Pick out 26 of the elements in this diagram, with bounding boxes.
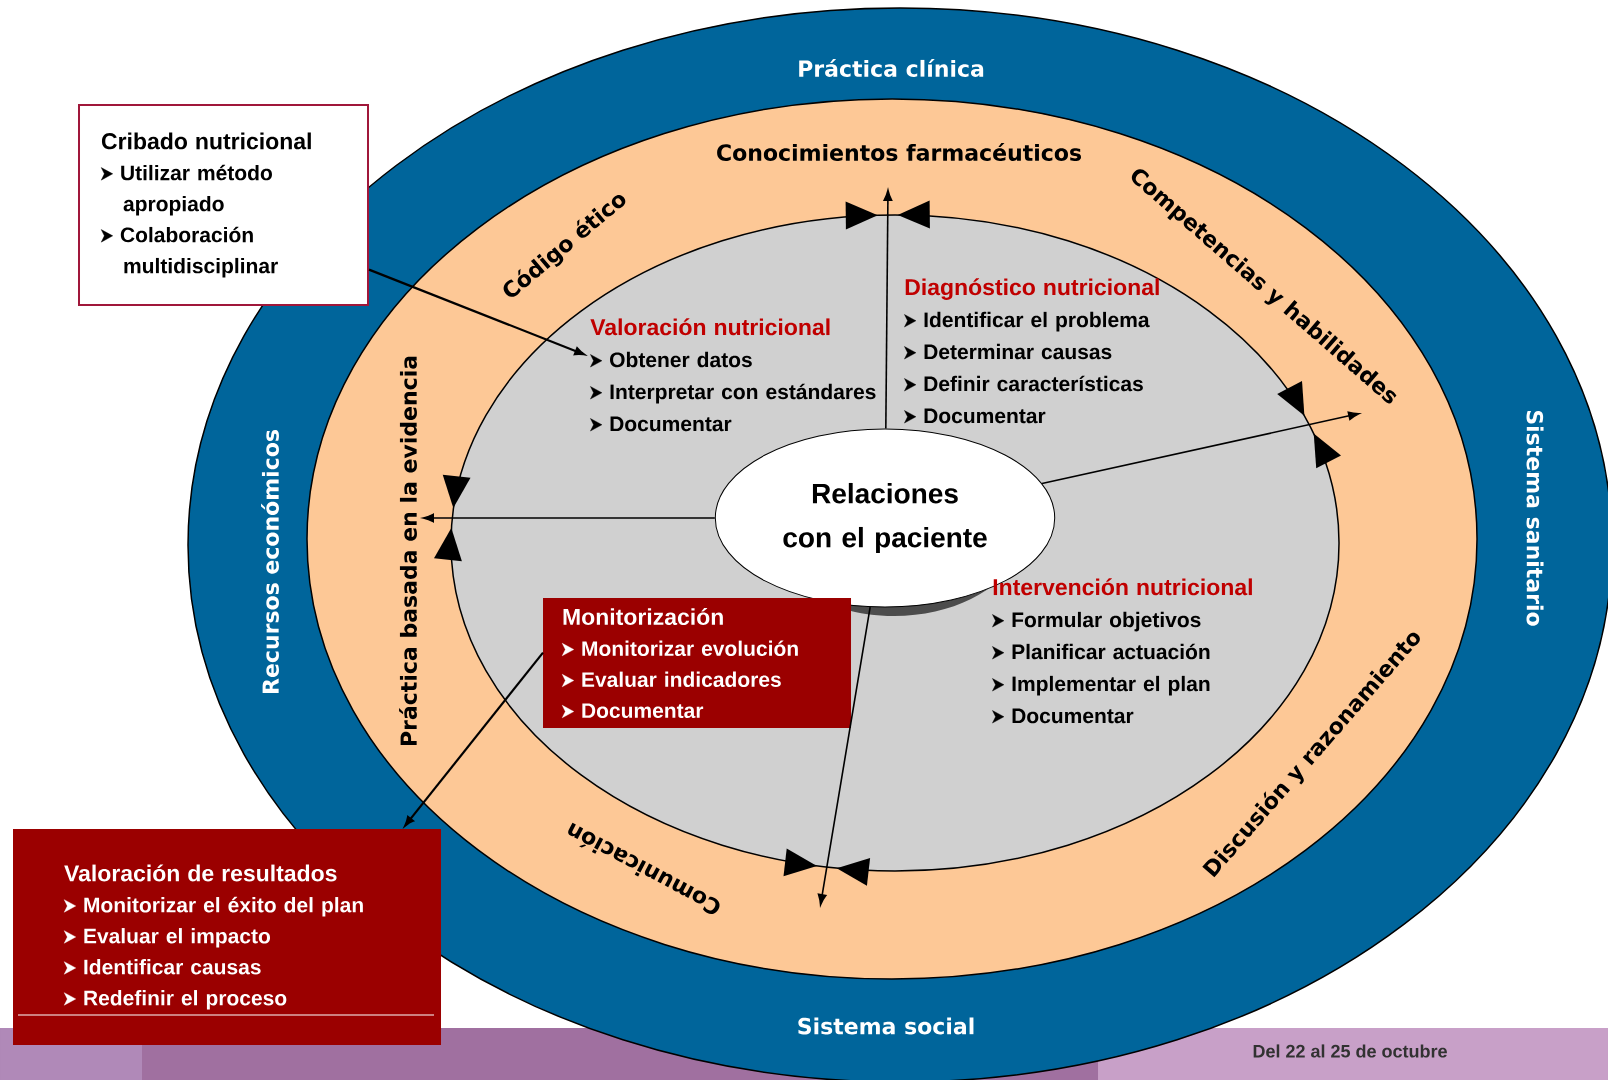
arrow [1041, 380, 1360, 485]
arrow [368, 268, 585, 356]
node-label: Obtener datos [610, 351, 752, 368]
node-label: Identificar el problema [924, 311, 1150, 332]
node-label: Documentar [1012, 708, 1134, 724]
ring-label: Recursos económicos [261, 430, 279, 693]
arrow [783, 606, 871, 906]
ring-label: Sistema sanitario [1526, 410, 1544, 626]
ring-label: Sistema social [798, 1017, 974, 1035]
process-box: Valoración de resultados Monitorizar el éxito del plan Evaluar el impacto Identificar causas Redefinir el proceso [13, 829, 441, 1045]
arrow [404, 651, 544, 827]
arrow [845, 189, 930, 430]
node-label: Interpretar con estándares [610, 383, 876, 404]
process-box: Monitorización Monitorizar evolución Evaluar indicadores Documentar [543, 598, 851, 728]
node-label: Definir características [924, 375, 1143, 392]
node-label: Planificar actuación [1012, 643, 1210, 660]
ring-label: Práctica clínica [799, 59, 984, 77]
node-label: Implementar el plan [1012, 675, 1210, 696]
date-text: Del 22 al 25 de octubre [1253, 1044, 1447, 1058]
ring-label: Conocimientos farmacéuticos [717, 143, 1081, 161]
node-label: Valoración nutricional [590, 318, 830, 336]
node-label: Documentar [924, 408, 1046, 424]
node-label: Determinar causas [924, 343, 1112, 360]
arrow [422, 474, 716, 562]
ring-label: Práctica basada en la evidencia [399, 356, 417, 745]
process-box: Cribado nutricional Utilizar método apropiado Colaboración multidisciplinar [78, 104, 369, 306]
